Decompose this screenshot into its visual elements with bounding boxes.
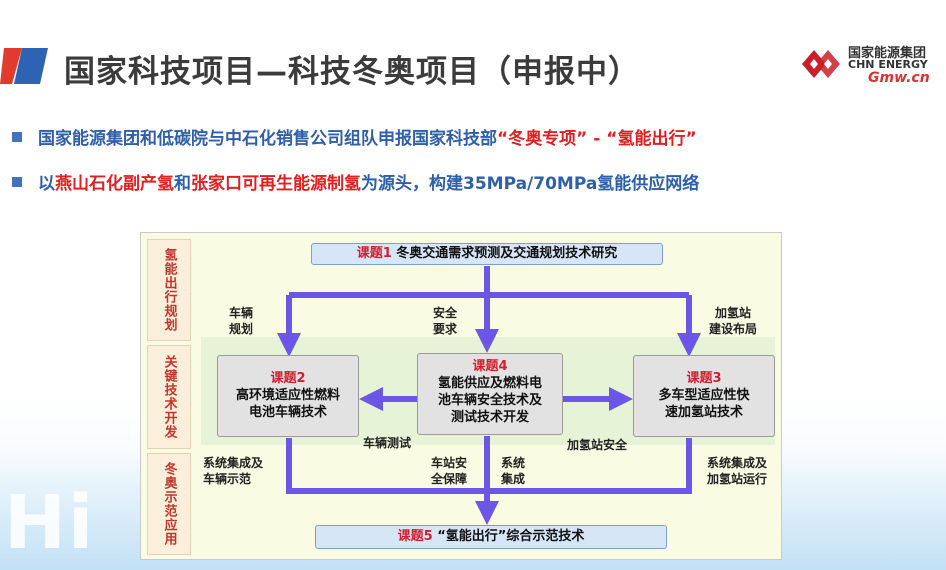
note-station-safety: 加氢站安全 <box>567 438 628 452</box>
title-accent-icon <box>0 48 48 84</box>
gmw-watermark: Gmw.cn <box>868 70 930 86</box>
bullet-item-1: 国家能源集团和低碳院与中石化销售公司组队申报国家科技部“冬奥专项” - “氢能出… <box>12 124 932 149</box>
note-vehicle-plan: 车辆规划 <box>229 306 254 336</box>
flow-arrows <box>277 266 701 525</box>
task-5-box: 课题5 “氢能出行”综合示范技术 <box>315 525 667 549</box>
note-system-integration: 系统集成 <box>501 456 526 486</box>
row-label-tech: 关键技术开发 <box>147 345 191 449</box>
logo-text-cn: 国家能源集团 <box>848 46 927 61</box>
note-station-layout: 加氢站建设布局 <box>709 306 758 336</box>
chn-energy-logo-icon <box>802 50 840 78</box>
project-structure-diagram: 氢能出行规划 关键技术开发 冬奥示范应用 课题1 冬奥交通需求预测及交通规划技术… <box>140 232 782 560</box>
bullet-square-icon <box>12 177 22 187</box>
note-vehicle-test: 车辆测试 <box>363 436 412 450</box>
logo-text-en: CHN ENERGY <box>848 58 928 71</box>
note-safety-req: 安全要求 <box>433 306 458 336</box>
task-2-box: 课题2 高环境适应性燃料 电池车辆技术 <box>217 355 359 437</box>
row-label-demo: 冬奥示范应用 <box>147 453 191 555</box>
background-watermark: Hi <box>4 480 96 566</box>
task-1-box: 课题1 冬奥交通需求预测及交通规划技术研究 <box>311 243 663 265</box>
bullet-square-icon <box>12 132 22 142</box>
note-station-guard: 车站安全保障 <box>431 456 468 486</box>
row-label-planning: 氢能出行规划 <box>147 239 191 341</box>
task-4-box: 课题4 氢能供应及燃料电 池车辆安全技术及 测试技术开发 <box>417 353 563 435</box>
note-system-station-run: 系统集成及加氢站运行 <box>707 456 768 486</box>
task-3-box: 课题3 多车型适应性快 速加氢站技术 <box>633 355 775 437</box>
note-system-demo: 系统集成及车辆示范 <box>203 456 264 486</box>
bullet-item-2: 以燕山石化副产氢和张家口可再生能源制氢为源头，构建35MPa/70MPa氢能供应… <box>12 169 932 194</box>
page-title: 国家科技项目—科技冬奥项目（申报中） <box>64 54 640 90</box>
